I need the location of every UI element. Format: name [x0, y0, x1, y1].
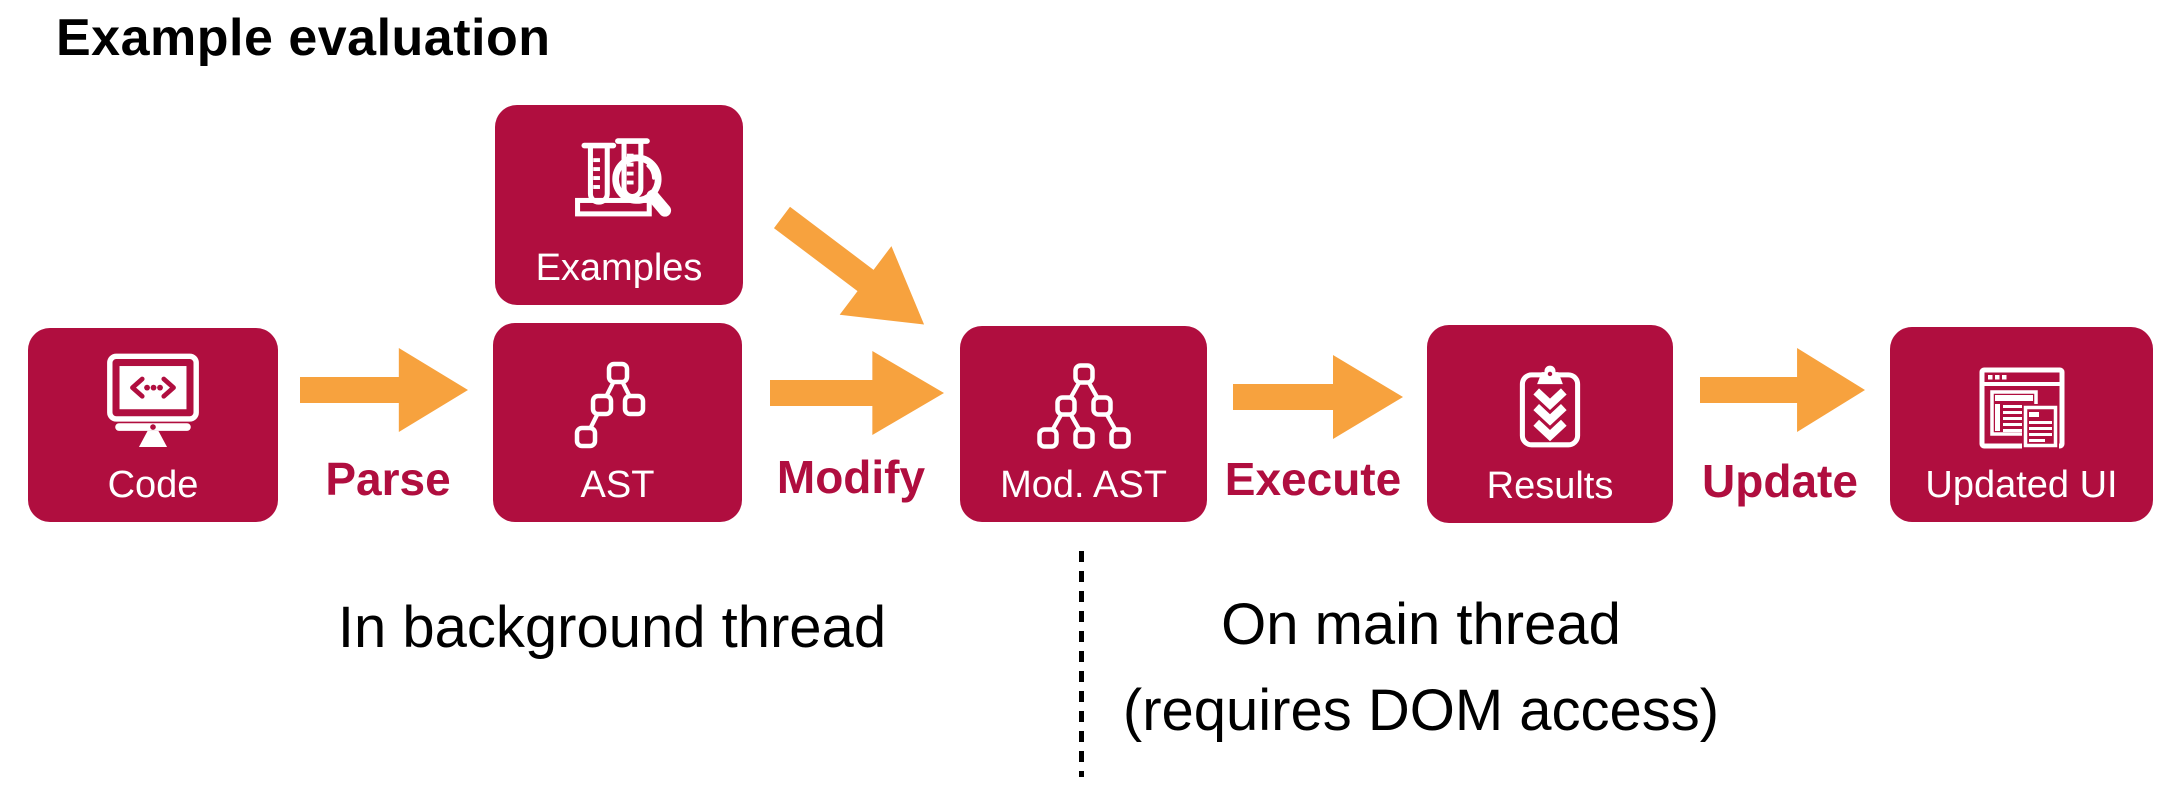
node-label-results: Results [1486, 465, 1614, 508]
node-mod-ast: Mod. AST [960, 326, 1207, 522]
execute-label: Execute [1224, 453, 1402, 505]
parse-label: Parse [325, 453, 451, 505]
test-tubes-magnifier-icon [575, 138, 672, 217]
node-label-examples: Examples [535, 247, 703, 290]
code-monitor-icon [107, 353, 199, 448]
update-label: Update [1702, 455, 1858, 507]
node-updated-ui: Updated UI [1890, 327, 2153, 522]
node-label-ast: AST [580, 464, 655, 507]
clipboard-checklist-icon [1519, 365, 1581, 448]
node-ast: AST [493, 323, 742, 522]
node-examples: Examples [495, 105, 743, 305]
browser-window-icon [1979, 367, 2064, 450]
main-thread-caption-line2: (requires DOM access) [1122, 678, 1720, 743]
node-code: Code [28, 328, 278, 522]
modify-arrow-icon [770, 351, 944, 435]
syntax-tree-icon [574, 361, 645, 449]
node-label-code: Code [107, 464, 199, 507]
modified-syntax-tree-icon [1036, 363, 1131, 449]
background-thread-caption: In background thread [337, 595, 887, 660]
node-label-updated-ui: Updated UI [1925, 464, 2118, 507]
examples-to-mod-ast-arrow-icon [773, 206, 925, 325]
update-arrow-icon [1700, 348, 1865, 432]
modify-label: Modify [776, 451, 926, 503]
node-label-mod-ast: Mod. AST [1000, 464, 1167, 507]
diagram-title: Example evaluation [56, 9, 551, 67]
main-thread-caption-line1: On main thread [1221, 592, 1621, 657]
execute-arrow-icon [1233, 355, 1403, 439]
thread-boundary-dotted-line [1079, 551, 1084, 777]
node-results: Results [1427, 325, 1673, 523]
parse-arrow-icon [300, 348, 468, 432]
